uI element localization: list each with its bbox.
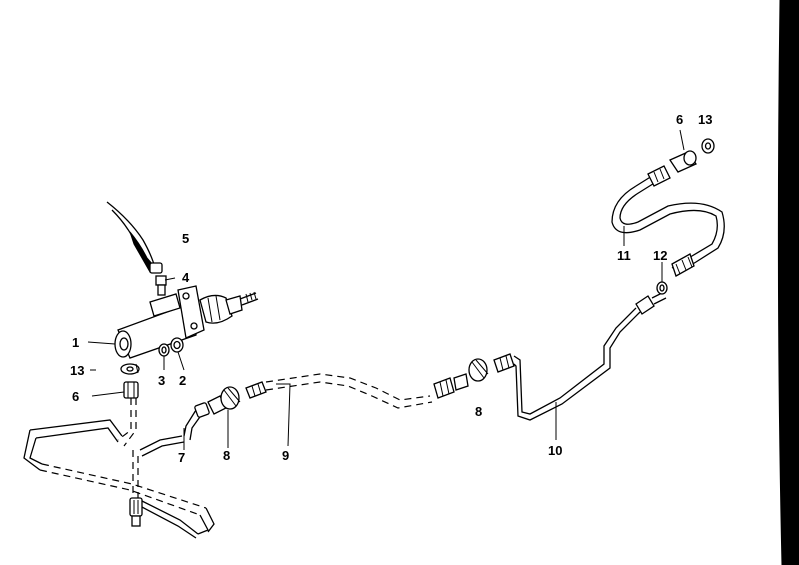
callout-7: 7 (178, 450, 185, 465)
coupling-8-left (207, 386, 241, 415)
pipe-10 (513, 307, 641, 440)
reservoir-hose (106, 201, 163, 274)
callout-3: 3 (158, 373, 165, 388)
callout-11: 11 (617, 248, 631, 263)
left-pipe-routing (23, 398, 215, 539)
callout-12: 12 (653, 248, 667, 263)
callout-6-right: 6 (676, 112, 683, 127)
hose-11 (611, 165, 725, 277)
union-9-fitting (245, 381, 267, 399)
coupling-8-right (433, 353, 515, 399)
washer-12 (656, 262, 668, 295)
union-fitting-6-left (123, 381, 139, 399)
callout-10: 10 (548, 443, 562, 458)
pipe-7-with-union (183, 402, 210, 441)
union-fitting-6-right (669, 129, 697, 173)
pipe-9 (265, 373, 433, 409)
hose-fitting (155, 275, 176, 296)
washer-3 (158, 343, 170, 357)
seal-ring-2 (170, 337, 184, 353)
page-edge-bar (777, 0, 799, 565)
washer-13-right (701, 138, 715, 154)
callout-13-left: 13 (70, 363, 84, 378)
left-leaders (87, 341, 291, 450)
bottom-bracket-fitting (129, 497, 143, 527)
master-cylinder (114, 285, 259, 359)
callout-4: 4 (182, 270, 190, 285)
callout-8-right: 8 (475, 404, 482, 419)
callout-1: 1 (72, 335, 79, 350)
callout-2: 2 (179, 373, 186, 388)
callout-6-left: 6 (72, 389, 79, 404)
callout-9: 9 (282, 448, 289, 463)
callout-8-left: 8 (223, 448, 230, 463)
callout-5: 5 (182, 231, 189, 246)
pipe-end-fitting (635, 291, 667, 315)
callout-13-right: 13 (698, 112, 712, 127)
washer-13-left (120, 363, 140, 375)
